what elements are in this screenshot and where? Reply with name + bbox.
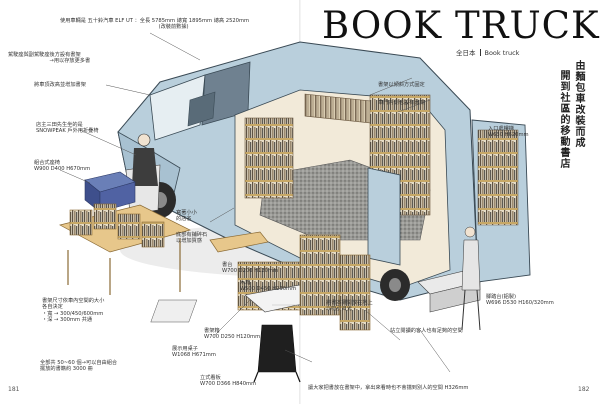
annotation-table: 展示用桌子 W1068 H671mm [172, 346, 216, 359]
annotation-board: 立式看板 W700 D366 H840mm [200, 375, 257, 388]
annotation-bottom: 讓大家把書放在書架中，拿出來看時也不會擋到別人的空間 H326mm [308, 385, 469, 391]
annotation-shop-name: 寫著小小 的店名 [176, 210, 197, 223]
annotation-entry: 入口處樓梯 W630 H620mm [488, 126, 529, 139]
page-subtitle: 全日本 Book truck [456, 47, 519, 57]
annotation-crate: 書架箱 W700 D250 H120mm [204, 328, 261, 341]
annotation-roof: 將車頂改高並增加書架 [34, 82, 86, 88]
side-door [367, 167, 401, 266]
annotation-shelf-slope: 書架以傾斜方式固定 [378, 82, 425, 88]
display-table [209, 231, 371, 331]
shopkeeper-head [137, 133, 151, 147]
annotation-books-floor: 將書本攤開放在地上 以吸引目光 [326, 300, 373, 313]
annotation-total: 全部共 50~60 個→可以自由組合 擺放的書籍約 3000 冊 [40, 360, 118, 373]
vertical-caption-2: 開到社區的移動書店 [558, 70, 569, 169]
annotation-door-shelf: 車門內側也設有書架 [378, 100, 425, 106]
shopkeeper-body [132, 148, 158, 186]
subtitle-left: 全日本 [456, 49, 476, 57]
floor-books [150, 299, 300, 323]
customer-head [464, 226, 476, 238]
annotation-floor: 木箱 W500 D450 H230mm [240, 280, 297, 293]
page-title: BOOK TRUCK [322, 4, 600, 47]
page-number-right: 182 [578, 386, 590, 393]
annotation-stand: 書台 W700 D200 H120mm [222, 262, 279, 275]
annotation-chair: 店主三田先生坐的是 SNOWPEAK 戶外用折疊椅 [36, 122, 99, 135]
standing-signboard [257, 324, 297, 373]
annotation-shelf-size: 書架尺寸依車內空間的大小 各自決定 ・寬 → 300/450/600mm ・深 … [42, 298, 105, 324]
annotation-standing: 站立閱讀的客人也有足夠的空間 [390, 328, 463, 334]
annotation-rear-box: 駕駛座與副駕駛座後方設有書架 →用以存放更多書 [8, 52, 91, 65]
annotation-seat-box: 組合式座椅 W900 D400 H670mm [34, 160, 91, 173]
leader-lines [59, 32, 489, 373]
side-shelf [244, 117, 294, 199]
annotation-gravel: 底部有鋪碎石 以增加質感 [176, 232, 208, 245]
customer-body [461, 239, 481, 291]
subtitle-divider [479, 49, 481, 56]
annotation-step: 腳踏台(鋁製) W696 D530 H160/320mm [486, 294, 554, 307]
subtitle-right: Book truck [484, 49, 520, 57]
book-crates-left [59, 203, 191, 295]
door-shelf [477, 129, 519, 226]
side-window-2 [187, 91, 216, 127]
annotation-base: 使用車輛是 五十鈴汽車 ELF UT ：全長 5785mm 總寬 1895mm … [60, 18, 250, 31]
vertical-caption-1: 由麵包車改裝而成 [573, 60, 584, 148]
page-number-left: 181 [8, 386, 20, 393]
